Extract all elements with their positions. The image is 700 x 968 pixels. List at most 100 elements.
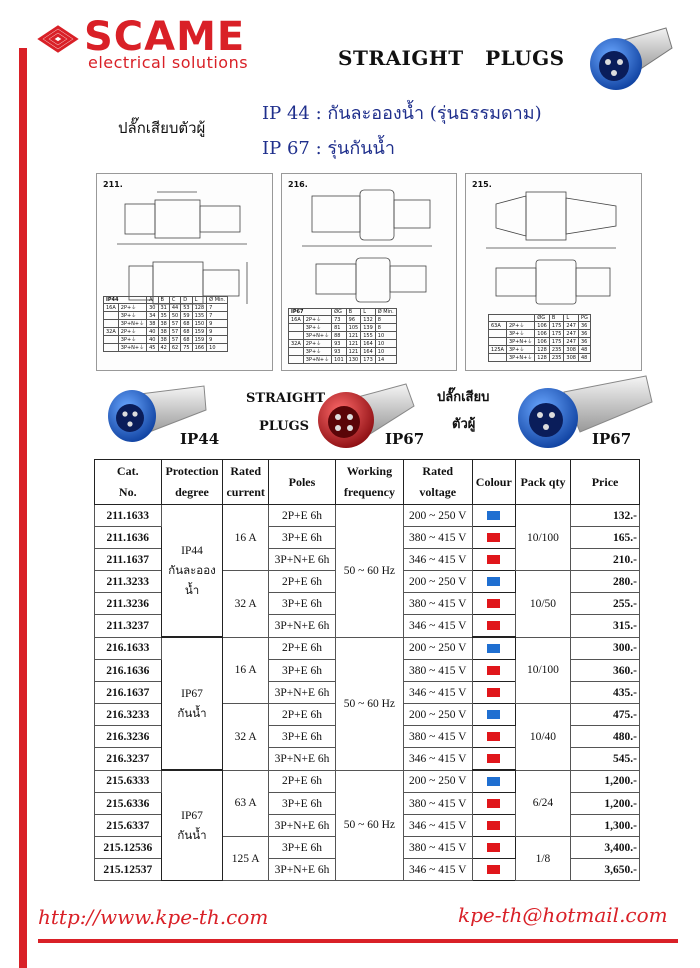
scame-logo: SCAME electrical solutions [36, 14, 286, 72]
rated-current-cell: 32 A [222, 703, 269, 771]
drawing-216-sketch [302, 189, 432, 303]
voltage-cell: 200 ~ 250 V [402, 769, 473, 793]
drawing-table-cell: 62 [168, 343, 182, 352]
price-cell: 132.- [570, 504, 640, 527]
drawing-table-cell: 159 [191, 335, 208, 344]
drawing-table-cell: 40 [146, 327, 159, 336]
drawing-table-cell: 121 [345, 339, 362, 348]
drawing-table-cell: 10 [374, 339, 397, 348]
drawing-table-cell: 44 [168, 303, 182, 312]
footer-website-link[interactable]: http://www.kpe-th.com [38, 905, 269, 929]
drawing-table-cell [103, 319, 119, 328]
col-header-current-line2: current [226, 485, 265, 499]
price-cell: 3,650.- [570, 858, 640, 881]
cat-no-cell: 215.6336 [94, 792, 162, 815]
drawing-211-sketch [117, 191, 248, 305]
drawing-table-cell: 3P+⏚ [302, 347, 333, 356]
colour-cell [471, 747, 516, 771]
drawing-table-cell: 36 [577, 321, 591, 330]
voltage-cell: 346 ~ 415 V [402, 858, 473, 881]
plug-photo-ip67-blue [518, 375, 653, 448]
poles-cell: 3P+N+E 6h [267, 747, 337, 771]
drawing-table-cell [488, 353, 507, 362]
drawing-table-cell: 68 [180, 327, 193, 336]
voltage-cell: 200 ~ 250 V [402, 504, 473, 527]
frequency-cell: 50 ~ 60 Hz [335, 636, 404, 771]
table-header-row: Cat. No. Protection degree Rated current… [94, 459, 640, 505]
colour-cell [471, 681, 516, 704]
cat-no-cell: 215.12536 [94, 836, 162, 859]
footer-red-rule [38, 939, 678, 943]
voltage-cell: 346 ~ 415 V [402, 548, 473, 571]
protection-degree-line: น้ำ [184, 584, 200, 597]
drawing-table-cell: 9 [206, 335, 229, 344]
colour-cell [471, 504, 516, 527]
ip67-center-photo-label: IP67 [385, 430, 425, 448]
drawing-table-cell: 308 [563, 353, 579, 362]
drawing-table-cell: 63A [488, 321, 507, 330]
drawing-table-cell: 150 [191, 319, 208, 328]
drawing-table-cell [488, 337, 507, 346]
protection-degree-line: IP67 [181, 809, 203, 822]
poles-cell: 3P+E 6h [267, 725, 337, 748]
rated-current-cell: 63 A [222, 769, 269, 837]
drawing-table-cell: 3P+N+⏚ [117, 343, 148, 352]
frequency-cell: 50 ~ 60 Hz [335, 504, 404, 638]
drawing-table-cell: 3P+N+⏚ [302, 331, 333, 340]
poles-cell: 3P+N+E 6h [267, 614, 337, 638]
drawing-table-cell: 7 [206, 303, 229, 312]
drawing-table-cell: 125A [488, 345, 507, 354]
drawing-table-cell: 8 [374, 323, 397, 332]
drawing-table-cell: 57 [168, 327, 182, 336]
drawing-216-header: Ø Min. [374, 308, 397, 316]
col-header-current-line1: Rated [230, 464, 261, 478]
drawing-215-code: 215. [472, 180, 492, 189]
voltage-cell: 346 ~ 415 V [402, 747, 473, 771]
voltage-cell: 380 ~ 415 V [402, 526, 473, 549]
col-header-protection-line1: Protection [165, 464, 219, 478]
drawing-table-cell: 40 [146, 335, 159, 344]
drawing-215-header: PG [577, 314, 591, 322]
voltage-cell: 380 ~ 415 V [402, 725, 473, 748]
voltage-cell: 200 ~ 250 V [402, 570, 473, 593]
poles-cell: 3P+E 6h [267, 836, 337, 859]
drawing-table-cell: 16A [103, 303, 119, 312]
cat-no-cell: 216.1633 [94, 636, 162, 660]
drawing-216-header: L [360, 308, 376, 316]
poles-cell: 3P+N+E 6h [267, 858, 337, 881]
price-cell: 435.- [570, 681, 640, 704]
drawing-table-cell: 9 [206, 319, 229, 328]
voltage-cell: 346 ~ 415 V [402, 614, 473, 638]
colour-cell [471, 614, 516, 638]
pack-qty-cell: 10/40 [514, 703, 572, 771]
price-cell: 360.- [570, 659, 640, 682]
cat-no-cell: 216.1636 [94, 659, 162, 682]
drawing-211-header: Ø Min. [206, 296, 229, 304]
drawing-table-cell: 235 [548, 345, 565, 354]
drawing-table-cell: 159 [191, 327, 208, 336]
cat-no-cell: 215.6337 [94, 814, 162, 837]
drawing-table-cell: 38 [157, 327, 170, 336]
drawing-table-cell: 106 [534, 337, 550, 346]
price-cell: 1,200.- [570, 792, 640, 815]
col-header-cat-line1: Cat. [116, 464, 139, 478]
drawing-table-cell: 59 [180, 311, 193, 320]
drawing-table-cell: 139 [360, 323, 376, 332]
plug-photo-blue-top [590, 27, 673, 90]
drawing-215-header: ØG [534, 314, 550, 322]
colour-cell [471, 570, 516, 593]
footer-email-link[interactable]: kpe-th@hotmail.com [458, 903, 668, 927]
drawing-table-cell: 48 [577, 345, 591, 354]
drawing-211-code: 211. [103, 180, 123, 189]
voltage-cell: 346 ~ 415 V [402, 681, 473, 704]
